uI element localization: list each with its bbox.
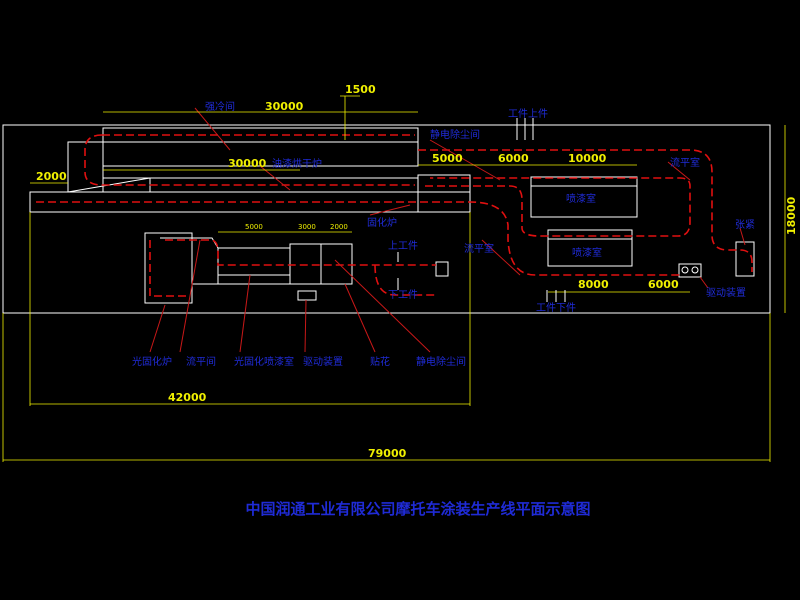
- leader-gloss-spray: [239, 274, 251, 353]
- label-gloss-spray-booth: 光固化喷漆室: [234, 355, 294, 368]
- dim-30000-mid: 30000: [228, 157, 267, 170]
- leader-leveling-mid: [481, 239, 521, 276]
- conveyor-loop-mid: [425, 177, 691, 237]
- gloss-spray-booth-block: [217, 247, 291, 285]
- label-spray-booth: 喷漆室: [566, 192, 596, 205]
- leader-curing: [369, 204, 411, 216]
- leader-drive-bottom: [304, 299, 307, 353]
- leader-level-bottom: [179, 239, 201, 353]
- drive-block-right: [678, 263, 702, 278]
- leader-dust-top: [429, 139, 501, 181]
- dim-30000-top: 30000: [265, 100, 304, 113]
- spray-booth-lower-grid: [547, 229, 633, 240]
- label-dust-top: 静电除尘间: [430, 128, 480, 141]
- label-gloss-oven: 光固化炉: [132, 355, 172, 368]
- gloss-spray-booth-grid: [217, 274, 291, 285]
- label-load-mid: 上工件: [388, 240, 418, 252]
- gloss-oven-block: [144, 232, 193, 304]
- drive-wheel-1: [681, 266, 689, 274]
- label-leveling-right: 流平室: [670, 156, 700, 169]
- dim-small-3000: 3000: [298, 223, 316, 231]
- label-paint-dry-oven: 油漆烘干炉: [272, 157, 322, 170]
- tension-block: [735, 241, 755, 277]
- conveyor-loop-top: [84, 134, 753, 272]
- label-tension: 张紧: [735, 219, 755, 231]
- dim-42000: 42000: [168, 391, 207, 404]
- leader-leveling-right: [667, 161, 691, 181]
- leader-gloss-oven: [149, 304, 166, 353]
- label-load-top: 工件上件: [508, 108, 548, 120]
- spray-booth-grid: [530, 176, 638, 187]
- paint-dry-oven-entry: [417, 174, 471, 213]
- label-drive-right: 驱动装置: [706, 286, 746, 299]
- building-outline: [2, 124, 771, 314]
- dim-8000: 8000: [578, 278, 609, 291]
- dim-6000-b: 6000: [648, 278, 679, 291]
- label-spray-booth-lower: 喷漆室: [572, 246, 602, 259]
- dim-6000-a: 6000: [498, 152, 529, 165]
- label-leveling-mid: 流平室: [464, 242, 494, 255]
- dim-10000: 10000: [568, 152, 607, 165]
- leader-cooling: [194, 107, 231, 151]
- leader-drive-right: [699, 276, 709, 289]
- dim-small-2000: 2000: [330, 223, 348, 231]
- label-curing-oven: 固化炉: [367, 216, 397, 229]
- drive-block-bottom: [297, 290, 317, 301]
- dim-79000: 79000: [368, 447, 407, 460]
- leader-tension: [739, 227, 746, 246]
- label-decal: 贴花: [370, 355, 390, 368]
- dim-18000: 18000: [785, 196, 798, 235]
- load-stop-block: [435, 261, 449, 277]
- dim-5000: 5000: [432, 152, 463, 165]
- label-dust-bottom: 静电除尘间: [416, 355, 466, 368]
- label-leveling-bottom: 流平间: [186, 355, 216, 368]
- drive-wheel-2: [691, 266, 699, 274]
- dim-1500: 1500: [345, 83, 376, 96]
- leader-dust-bottom: [334, 259, 431, 353]
- label-unload-mid: 下工件: [388, 289, 418, 301]
- dim-small-5000: 5000: [245, 223, 263, 231]
- drawing-title: 中国润通工业有限公司摩托车涂装生产线平面示意图: [245, 500, 590, 518]
- label-drive-bottom: 驱动装置: [303, 355, 343, 368]
- conveyor-loop-bottom: [149, 239, 436, 297]
- conveyor-loop-oven: [36, 201, 680, 276]
- leader-decal: [344, 283, 376, 353]
- label-cooling-room: 强冷间: [205, 100, 235, 113]
- dim-2000: 2000: [36, 170, 67, 183]
- label-unload-bottom: 工件下件: [536, 302, 576, 314]
